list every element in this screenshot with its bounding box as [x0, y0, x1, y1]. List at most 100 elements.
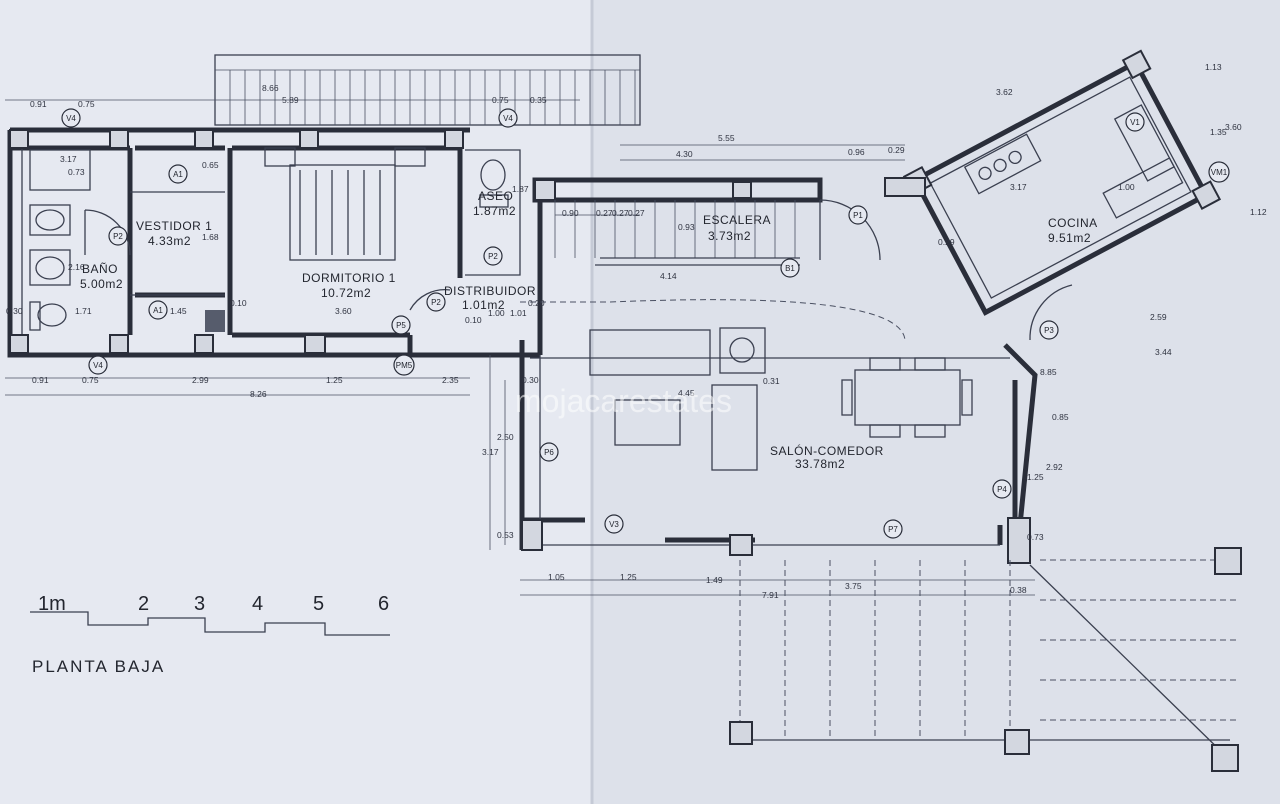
- room-area: 1.87m2: [473, 204, 516, 218]
- dim-label: 0.30: [522, 375, 539, 385]
- room-name: BAÑO: [82, 262, 118, 276]
- svg-text:V4: V4: [503, 114, 513, 123]
- dim-label: 8.85: [1040, 367, 1057, 377]
- dim-label: 0.75: [492, 95, 509, 105]
- dim-label: 3.75: [845, 581, 862, 591]
- room-labels: VESTIDOR 1 4.33m2 BAÑO 5.00m2 DORMITORIO…: [80, 189, 1097, 471]
- dim-label: 0.29: [888, 145, 905, 155]
- dim-label: 1.01: [510, 308, 527, 318]
- dim-label: 5.89: [282, 95, 299, 105]
- furniture: [29, 147, 973, 471]
- dim-label: 3.17: [482, 447, 499, 457]
- dim-label: 3.62: [996, 87, 1013, 97]
- dim-label: 0.10: [465, 315, 482, 325]
- tag-a1: A1: [148, 300, 168, 320]
- paper-left: [0, 0, 592, 804]
- room-name: DORMITORIO 1: [302, 271, 396, 285]
- dim-label: 2.50: [497, 432, 514, 442]
- room-area: 10.72m2: [321, 286, 371, 300]
- dim-label: 0.65: [202, 160, 219, 170]
- dim-label: 0.91: [30, 99, 47, 109]
- room-name: VESTIDOR 1: [136, 219, 212, 233]
- scale-label: 5: [313, 593, 324, 615]
- dim-label: 3.60: [335, 306, 352, 316]
- dim-label: 0.75: [78, 99, 95, 109]
- room-name: ESCALERA: [703, 213, 771, 227]
- scale-label: 3: [194, 593, 205, 615]
- dim-label: 1.35: [1210, 127, 1227, 137]
- dimension-lines: [5, 99, 1035, 596]
- tag-v4: V4: [61, 108, 81, 128]
- dim-label: 0.20: [528, 298, 545, 308]
- svg-text:A1: A1: [153, 306, 163, 315]
- svg-text:P7: P7: [888, 525, 898, 534]
- room-area: 1.01m2: [462, 298, 505, 312]
- dim-label: 4.14: [660, 271, 677, 281]
- dim-label: 0.96: [848, 147, 865, 157]
- svg-text:P6: P6: [544, 448, 554, 457]
- dim-label: 1.00: [1118, 182, 1135, 192]
- dim-label: 1.45: [170, 306, 187, 316]
- svg-text:P3: P3: [1044, 326, 1054, 335]
- scale-label: 2: [138, 593, 149, 615]
- dim-label: 1.49: [706, 575, 723, 585]
- upper-terrace: [214, 54, 641, 126]
- svg-text:P4: P4: [997, 485, 1007, 494]
- left-wing-walls: [7, 127, 543, 358]
- dim-label: 3.17: [1010, 182, 1027, 192]
- dim-label: 1.71: [75, 306, 92, 316]
- dim-label: 0.73: [1027, 532, 1044, 542]
- dim-label: 0.38: [1010, 585, 1027, 595]
- dim-label: 7.91: [762, 590, 779, 600]
- tag-b1: B1: [780, 258, 800, 278]
- scale-label: 4: [252, 593, 263, 615]
- dim-label: 2.59: [1150, 312, 1167, 322]
- element-tags: V4 V4 V4 A1 A1 P2 P2 P2 P5 PM5 P1 B1 V1 …: [61, 108, 1230, 539]
- dim-label: 0.31: [763, 376, 780, 386]
- dim-label: 1.68: [202, 232, 219, 242]
- svg-text:V3: V3: [609, 520, 619, 529]
- dim-label: 0.53: [497, 530, 514, 540]
- tag-p5: P5: [391, 315, 411, 335]
- tag-p4: P4: [992, 479, 1012, 499]
- svg-text:VM1: VM1: [1211, 168, 1228, 177]
- dim-label: 2.99: [192, 375, 209, 385]
- dim-label: 2.16: [68, 262, 85, 272]
- room-area: 9.51m2: [1048, 231, 1091, 245]
- tag-vm1: VM1: [1208, 161, 1230, 183]
- dim-label: 1.00: [488, 308, 505, 318]
- svg-text:P1: P1: [853, 211, 863, 220]
- dim-label: 2.92: [1046, 462, 1063, 472]
- dim-label: 4.45: [678, 388, 695, 398]
- tag-p6: P6: [539, 442, 559, 462]
- svg-text:P5: P5: [396, 321, 406, 330]
- dim-label: 2.35: [442, 375, 459, 385]
- room-area: 3.73m2: [708, 229, 751, 243]
- room-name: SALÓN-COMEDOR: [770, 443, 884, 458]
- svg-text:V1: V1: [1130, 118, 1140, 127]
- living-walls: [519, 340, 1038, 564]
- scale-label: 1m: [38, 593, 66, 615]
- svg-text:V4: V4: [66, 114, 76, 123]
- svg-text:P2: P2: [431, 298, 441, 307]
- dim-label: 4.30: [676, 149, 693, 159]
- dim-label: 8.26: [250, 389, 267, 399]
- tag-a1: A1: [168, 164, 188, 184]
- dim-label: 0.73: [68, 167, 85, 177]
- dim-label: 1.25: [620, 572, 637, 582]
- tag-v4: V4: [498, 108, 518, 128]
- room-area: 33.78m2: [795, 457, 845, 471]
- scale-label: 6: [378, 593, 389, 615]
- svg-text:P2: P2: [113, 232, 123, 241]
- svg-text:P2: P2: [488, 252, 498, 261]
- dim-label: 0.35: [530, 95, 547, 105]
- room-area: 5.00m2: [80, 277, 123, 291]
- dim-label: 0.85: [1052, 412, 1069, 422]
- svg-text:PM5: PM5: [396, 361, 413, 370]
- watermark: mojacarestates: [515, 383, 732, 419]
- dim-label: 0.29: [938, 237, 955, 247]
- dim-label: 0.27: [628, 208, 645, 218]
- dim-label: 3.60: [1225, 122, 1242, 132]
- tag-p7: P7: [883, 519, 903, 539]
